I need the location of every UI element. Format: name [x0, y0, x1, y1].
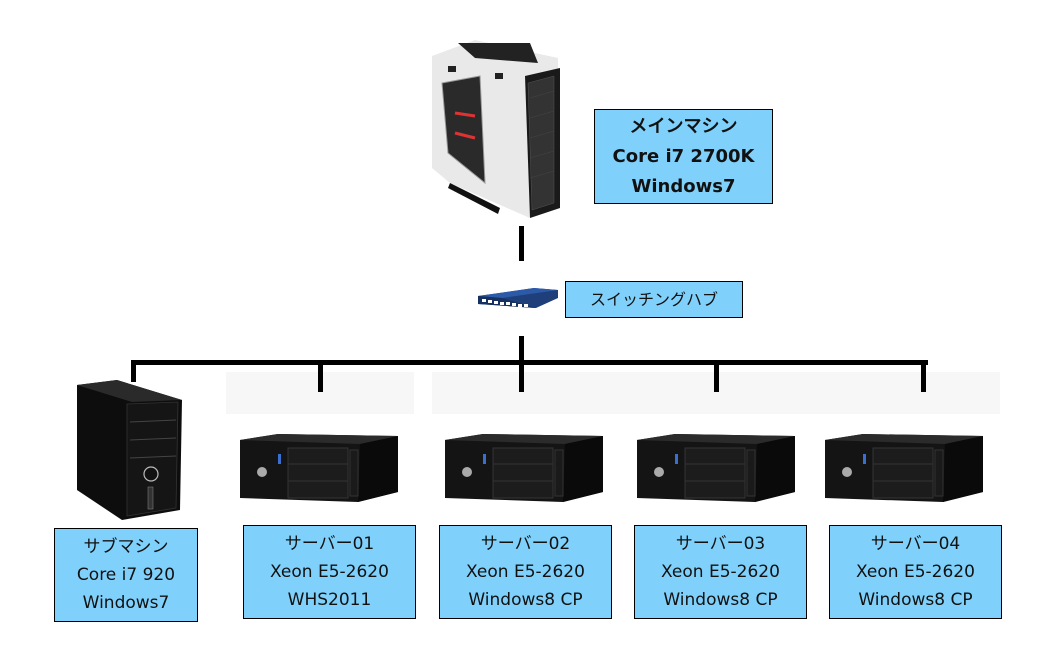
machine-name: サーバー01 — [284, 534, 375, 554]
main-machine-label: メインマシン Core i7 2700K Windows7 — [594, 109, 773, 204]
bus-line — [131, 360, 928, 365]
machine-name: サーバー02 — [480, 534, 571, 554]
server-desktop-icon — [445, 434, 603, 502]
machine-name: サーバー03 — [675, 534, 766, 554]
server-02-label: サーバー02 Xeon E5-2620 Windows8 CP — [439, 525, 612, 619]
machine-cpu: Xeon E5-2620 — [661, 562, 780, 582]
server-desktop-icon — [240, 434, 398, 502]
machine-cpu: Core i7 920 — [76, 565, 176, 585]
server-04-label: サーバー04 Xeon E5-2620 Windows8 CP — [829, 525, 1002, 619]
switching-hub-text: スイッチングハブ — [589, 289, 718, 309]
connection-line — [921, 360, 926, 392]
machine-os: Windows8 CP — [858, 590, 973, 610]
server-desktop-icon — [825, 434, 983, 502]
main-machine-os: Windows7 — [631, 175, 736, 197]
main-machine-name: メインマシン — [629, 115, 738, 137]
machine-cpu: Xeon E5-2620 — [466, 562, 585, 582]
server-desktop-icon — [637, 434, 795, 502]
machine-cpu: Xeon E5-2620 — [270, 562, 389, 582]
machine-cpu: Xeon E5-2620 — [856, 562, 975, 582]
pc-tower-black-icon — [77, 380, 182, 520]
pc-tower-white-icon — [432, 40, 560, 218]
machine-os: Windows8 CP — [663, 590, 778, 610]
server-01-label: サーバー01 Xeon E5-2620 WHS2011 — [243, 525, 416, 619]
sub-machine-label: サブマシン Core i7 920 Windows7 — [54, 528, 198, 622]
connection-line — [131, 360, 136, 382]
machine-os: WHS2011 — [287, 590, 372, 610]
machine-name: サブマシン — [83, 537, 169, 557]
machine-os: Windows7 — [82, 593, 170, 613]
connection-line — [714, 360, 719, 392]
machine-os: Windows8 CP — [468, 590, 583, 610]
network-switch-icon — [478, 288, 558, 308]
connection-line — [519, 226, 524, 261]
main-machine-cpu: Core i7 2700K — [612, 145, 755, 167]
connection-line — [318, 360, 323, 392]
switching-hub-label: スイッチングハブ — [565, 281, 743, 318]
server-03-label: サーバー03 Xeon E5-2620 Windows8 CP — [634, 525, 807, 619]
machine-name: サーバー04 — [870, 534, 961, 554]
